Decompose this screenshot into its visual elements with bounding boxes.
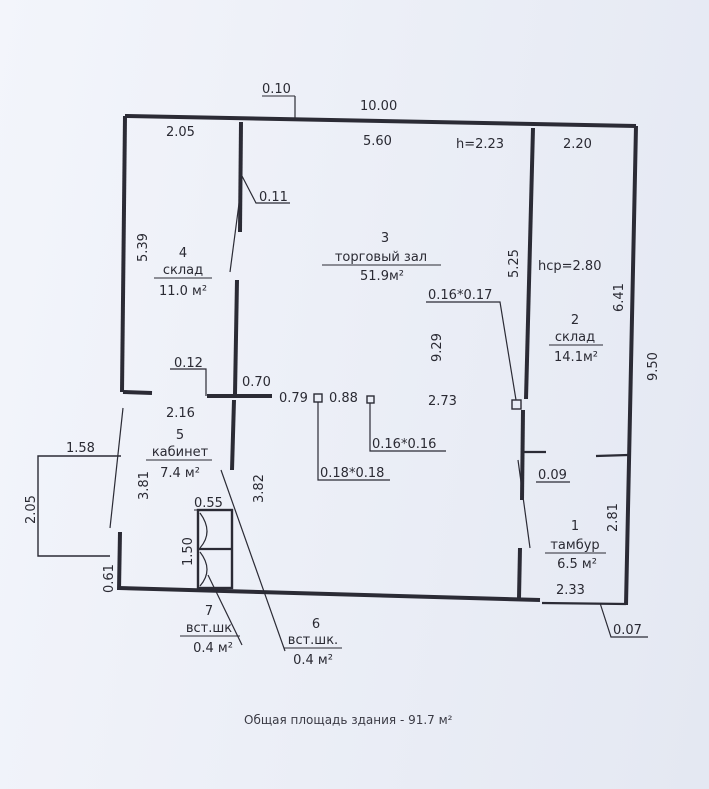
leader-lines — [170, 95, 648, 652]
label-closet-height: 1.50 — [181, 537, 196, 566]
right-wall — [624, 125, 638, 606]
room6-name: вст.шк. — [288, 633, 338, 648]
left-wall-lower — [117, 531, 122, 591]
leader-017 — [426, 301, 517, 401]
door-swing-room5 — [109, 407, 124, 529]
label-overall-width: 10.00 — [360, 99, 397, 114]
label-column-017: 0.16*0.17 — [428, 288, 492, 303]
room7-area: 0.4 м² — [193, 641, 233, 656]
label-height-room3: h=2.23 — [456, 137, 504, 152]
room1-bottom-wall — [541, 601, 627, 606]
label-dist-273: 2.73 — [428, 394, 457, 409]
walls — [37, 114, 638, 606]
column-b — [366, 395, 375, 404]
partition-room1-lower — [517, 547, 522, 599]
label-width-room3: 5.60 — [363, 134, 392, 149]
room4-name: склад — [163, 263, 203, 278]
label-depth-room3: 9.29 — [430, 333, 445, 362]
label-height-room3-right: 5.25 — [507, 249, 522, 278]
room7-number: 7 — [205, 604, 213, 619]
leader-closet7 — [207, 574, 243, 646]
column-c — [511, 399, 522, 410]
room4-number: 4 — [179, 246, 187, 261]
leader-016 — [369, 403, 446, 452]
room3-name: торговый зал — [335, 250, 427, 265]
label-width-room1: 2.33 — [556, 583, 585, 598]
label-wall-007: 0.07 — [613, 623, 642, 638]
partition-room2 — [524, 127, 535, 400]
label-top-wall: 0.10 — [262, 82, 291, 97]
room4-room5-wall-left — [122, 390, 153, 395]
label-wall-009: 0.09 — [538, 468, 567, 483]
porch-outline — [37, 455, 121, 557]
closet6-door-arc — [199, 551, 208, 587]
label-closet-width: 0.55 — [194, 496, 223, 511]
room5-name: кабинет — [152, 445, 209, 460]
bottom-wall — [118, 586, 541, 602]
dimension-labels: 0.10 10.00 2.05 5.60 h=2.23 2.20 0.11 5.… — [24, 82, 661, 638]
label-wall-012: 0.12 — [174, 356, 203, 371]
room5-area: 7.4 м² — [160, 466, 200, 481]
partition-room4-upper — [238, 121, 243, 233]
label-height-382: 3.82 — [252, 474, 267, 503]
leader-011 — [241, 175, 290, 204]
label-width-room5: 2.16 — [166, 406, 195, 421]
door-swing-room1 — [517, 459, 531, 549]
room2-area: 14.1м² — [554, 350, 598, 365]
door-swing-room4 — [229, 195, 241, 273]
room6-area: 0.4 м² — [293, 653, 333, 668]
label-porch-depth: 2.05 — [24, 495, 39, 524]
total-area-caption: Общая площадь здания - 91.7 м² — [244, 713, 453, 727]
room1-name: тамбур — [550, 538, 599, 553]
label-height-right-overall: 9.50 — [646, 352, 661, 381]
label-column-018: 0.18*0.18 — [320, 466, 384, 481]
closet7-door-arc — [199, 512, 208, 549]
label-width-room4: 2.05 — [166, 125, 195, 140]
label-height-room2: hср=2.80 — [538, 259, 601, 274]
room3-area: 51.9м² — [360, 269, 404, 284]
room6-number: 6 — [312, 617, 320, 632]
room5-number: 5 — [176, 428, 184, 443]
label-porch-width: 1.58 — [66, 441, 95, 456]
leader-closet6 — [220, 469, 286, 652]
leader-018 — [317, 402, 390, 481]
partition-room1-upper — [520, 409, 525, 501]
top-wall — [124, 114, 637, 128]
label-dist-088: 0.88 — [329, 391, 358, 406]
label-wall-061: 0.61 — [102, 564, 117, 593]
partition-room4-lower — [233, 279, 239, 395]
left-wall-upper — [120, 115, 127, 393]
room4-area: 11.0 м² — [159, 284, 207, 299]
label-height-room1: 2.81 — [606, 503, 621, 532]
room7-name: вст.шк — [186, 621, 232, 636]
room1-number: 1 — [571, 519, 579, 534]
label-column-016: 0.16*0.16 — [372, 437, 436, 452]
leader-012 — [170, 368, 207, 396]
label-dist-079: 0.79 — [279, 391, 308, 406]
label-opening-070: 0.70 — [242, 375, 271, 390]
column-a — [313, 393, 323, 403]
room-labels: 3 торговый зал 51.9м² 4 склад 11.0 м² 2 … — [146, 231, 606, 668]
label-wall-011: 0.11 — [259, 190, 288, 205]
label-width-room2: 2.20 — [563, 137, 592, 152]
room1-top-wall — [595, 453, 629, 458]
label-height-room5: 3.81 — [137, 471, 152, 500]
room2-name: склад — [555, 330, 595, 345]
label-length-room2: 6.41 — [612, 283, 627, 312]
room3-number: 3 — [381, 231, 389, 246]
room1-area: 6.5 м² — [557, 557, 597, 572]
label-height-room4: 5.39 — [136, 233, 151, 262]
leader-007 — [599, 602, 648, 638]
partition-room5-right — [230, 399, 236, 471]
room2-number: 2 — [571, 313, 579, 328]
